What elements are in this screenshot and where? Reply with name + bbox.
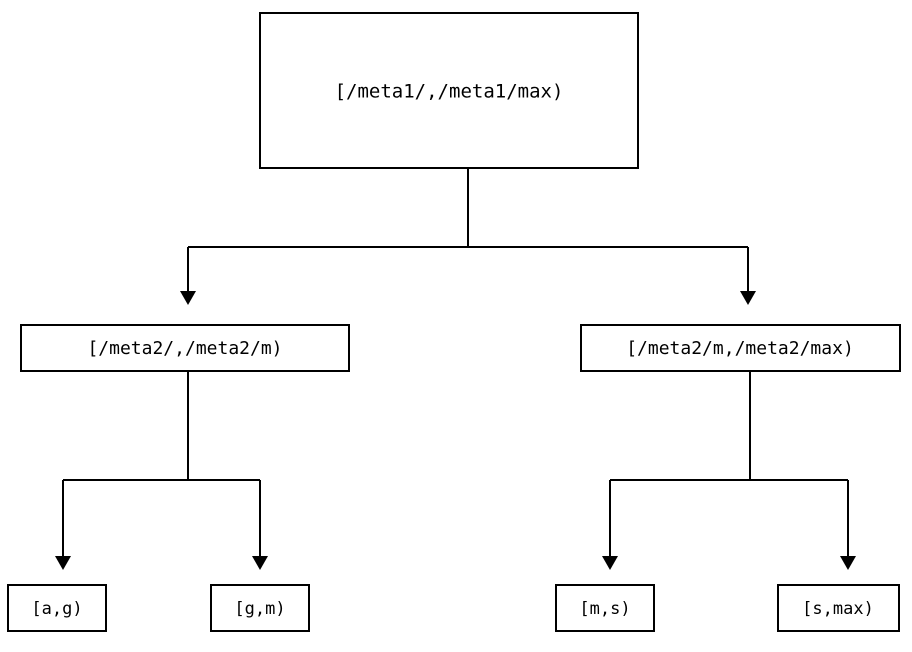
arrowhead-icon-root-to-mid-left bbox=[180, 291, 196, 305]
node-leaf-1-label: [a,g) bbox=[31, 599, 82, 619]
node-mid-left[interactable]: [/meta2/,/meta2/m) bbox=[20, 324, 350, 372]
node-mid-right-label: [/meta2/m,/meta2/max) bbox=[626, 338, 854, 359]
node-leaf-1-box bbox=[7, 584, 107, 632]
node-leaf-3[interactable]: [m,s) bbox=[555, 584, 655, 632]
arrowhead-icon-mid-right-to-leaf-3 bbox=[602, 556, 618, 570]
node-leaf-3-label: [m,s) bbox=[579, 599, 630, 619]
node-mid-right-box bbox=[580, 324, 901, 372]
node-leaf-4-label: [s,max) bbox=[802, 599, 874, 619]
node-leaf-3-box bbox=[555, 584, 655, 632]
node-mid-left-box bbox=[20, 324, 350, 372]
node-leaf-1[interactable]: [a,g) bbox=[7, 584, 107, 632]
node-root-box bbox=[259, 12, 639, 169]
node-root-label: [/meta1/,/meta1/max) bbox=[335, 81, 564, 103]
node-mid-left-label: [/meta2/,/meta2/m) bbox=[87, 338, 282, 359]
edge-group-root-to-mid bbox=[180, 168, 756, 305]
node-leaf-2-label: [g,m) bbox=[234, 599, 285, 619]
edge-group-mid-left-to-leaves bbox=[55, 372, 268, 570]
node-root[interactable]: [/meta1/,/meta1/max) bbox=[259, 12, 639, 169]
arrowhead-icon-mid-left-to-leaf-2 bbox=[252, 556, 268, 570]
arrowhead-icon-mid-left-to-leaf-1 bbox=[55, 556, 71, 570]
arrowhead-icon-mid-right-to-leaf-4 bbox=[840, 556, 856, 570]
node-leaf-2-box bbox=[210, 584, 310, 632]
node-leaf-2[interactable]: [g,m) bbox=[210, 584, 310, 632]
arrowhead-icon-root-to-mid-right bbox=[740, 291, 756, 305]
edge-group-mid-right-to-leaves bbox=[602, 372, 856, 570]
node-leaf-4-box bbox=[777, 584, 900, 632]
node-mid-right[interactable]: [/meta2/m,/meta2/max) bbox=[580, 324, 901, 372]
node-leaf-4[interactable]: [s,max) bbox=[777, 584, 900, 632]
